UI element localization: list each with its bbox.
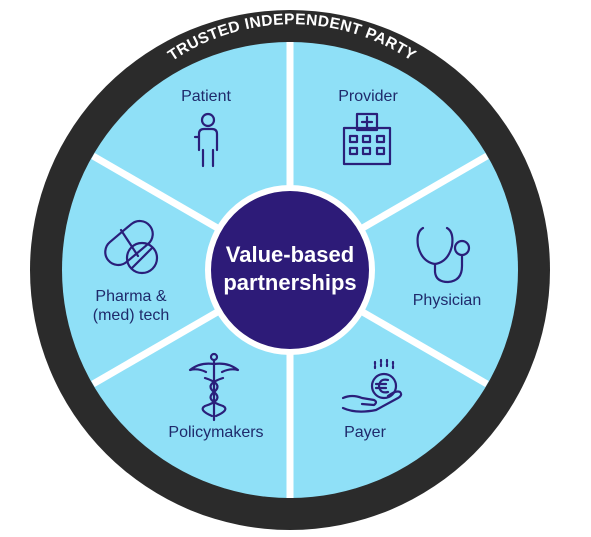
segment-policymakers: Policymakers — [168, 352, 264, 441]
segment-physician: Physician — [413, 226, 481, 309]
euro-coin-hand-icon — [341, 358, 403, 413]
segment-label-line2: (med) tech — [93, 307, 169, 324]
segment-label: Provider — [338, 88, 398, 105]
center-label-line2: partnerships — [223, 270, 356, 295]
segment-payer: Payer — [341, 358, 403, 441]
pills-icon — [104, 219, 159, 275]
segment-pharma-medtech: Pharma & (med) tech — [93, 219, 169, 324]
stethoscope-icon — [416, 226, 471, 284]
segment-label: Payer — [344, 424, 386, 441]
segment-label: Policymakers — [168, 424, 263, 441]
segment-patient: Patient — [181, 88, 231, 168]
center-circle — [205, 185, 375, 355]
segment-label-line1: Pharma & — [95, 288, 166, 305]
segment-label: Physician — [413, 292, 481, 309]
segment-label: Patient — [181, 88, 231, 105]
center-label-line1: Value-based — [226, 242, 354, 267]
caduceus-icon — [188, 352, 240, 422]
hospital-icon — [342, 112, 392, 166]
person-icon — [193, 112, 219, 168]
segment-provider: Provider — [338, 88, 398, 166]
